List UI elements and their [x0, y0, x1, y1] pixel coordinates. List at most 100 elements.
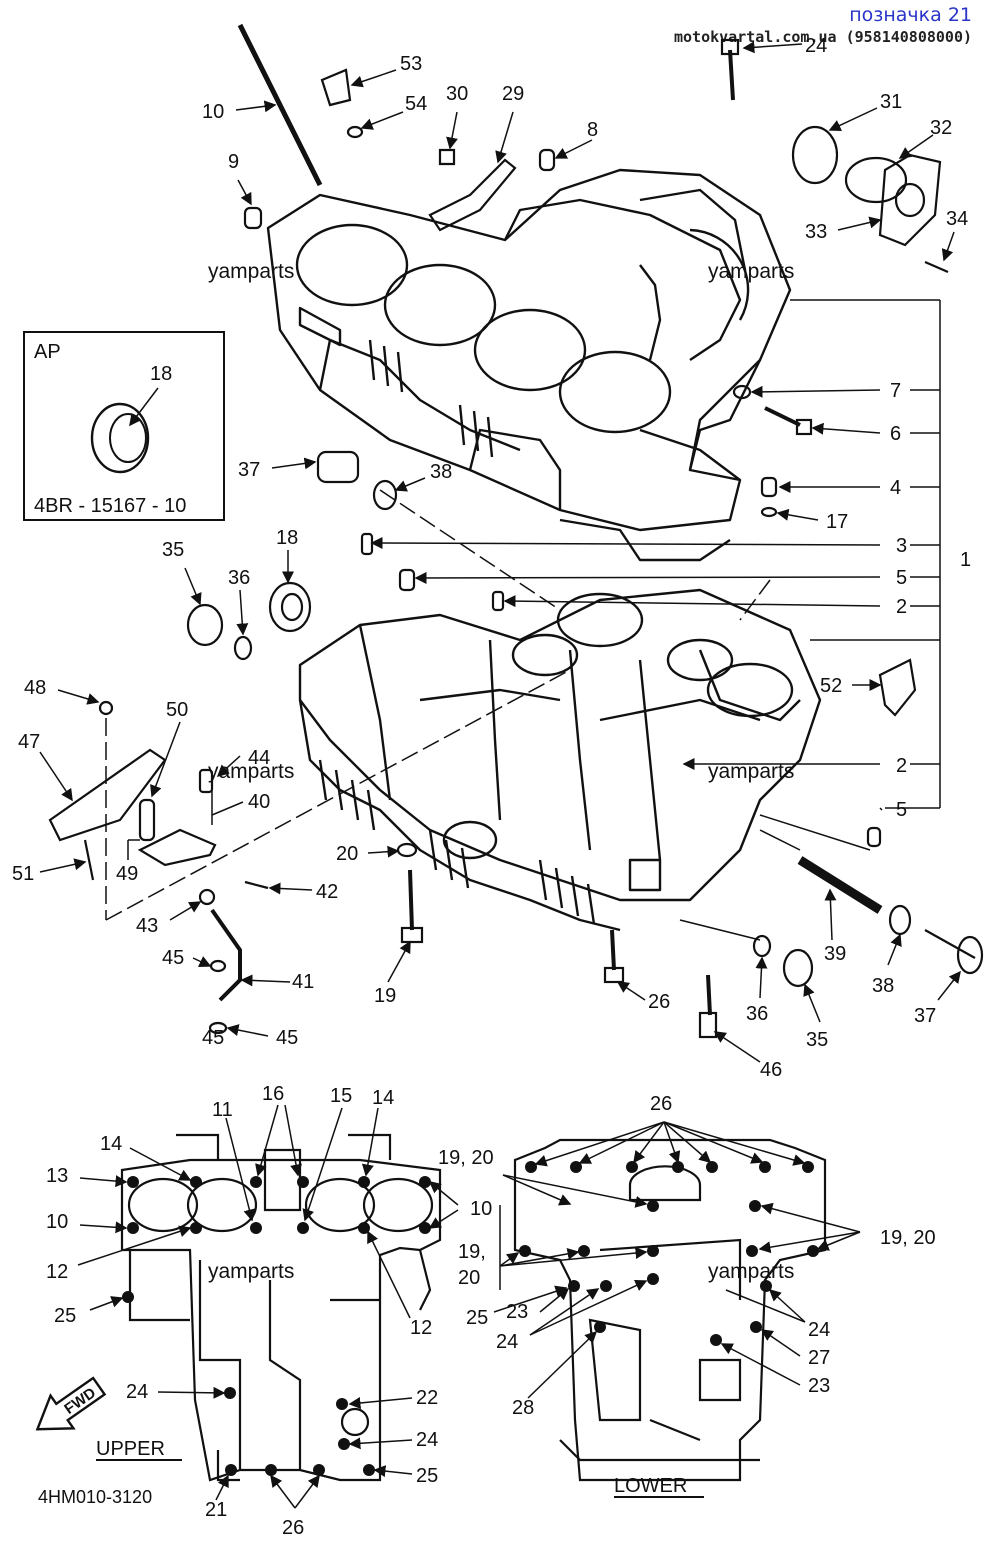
callout-label: 37 — [914, 1005, 936, 1027]
leader-lines — [39, 41, 961, 1063]
callout-label: 54 — [405, 93, 427, 115]
callout-label: 53 — [400, 53, 422, 75]
callout-label: 26 — [282, 1517, 304, 1539]
callout-label: 19, 20 — [880, 1227, 936, 1249]
callout-label: 37 — [238, 459, 260, 481]
callout-label: 26 — [650, 1093, 672, 1115]
upper-bolt-dots — [122, 1176, 431, 1476]
watermark: yamparts — [208, 1260, 294, 1283]
callout-label: 23 — [506, 1301, 528, 1323]
lower-leaders — [493, 1121, 861, 1399]
callout-label: 24 — [496, 1331, 518, 1353]
small-parts — [48, 23, 984, 1039]
callout-label: 45 — [162, 947, 184, 969]
callout-label: 35 — [162, 539, 184, 561]
callout-label: 40 — [248, 791, 270, 813]
callout-label: 41 — [292, 971, 314, 993]
callout-label: 7 — [890, 380, 901, 402]
callout-label: 51 — [12, 863, 34, 885]
callout-label: 32 — [930, 117, 952, 139]
callout-label: 20 — [336, 843, 358, 865]
callout-label: 38 — [872, 975, 894, 997]
callout-label: 19, — [458, 1241, 486, 1263]
callout-label: 24 — [416, 1429, 438, 1451]
callout-label: 19 — [374, 985, 396, 1007]
callout-label: 52 — [820, 675, 842, 697]
callout-label: 5 — [896, 567, 907, 589]
callout-label: 5 — [896, 799, 907, 821]
callouts-lower: 26 19, 20 19, 20 19, 20 25 23 24 24 27 2… — [438, 1093, 936, 1419]
callout-label: 10 — [202, 101, 224, 123]
callout-label: 28 — [512, 1397, 534, 1419]
callout-label: 4 — [890, 477, 901, 499]
upper-bolt-pattern — [120, 1133, 442, 1482]
callout-label: 33 — [805, 221, 827, 243]
callout-label: 14 — [372, 1087, 394, 1109]
inset-region-label: AP — [34, 341, 61, 363]
callout-label: 13 — [46, 1165, 68, 1187]
callout-label: 24 — [126, 1381, 148, 1403]
inset-ap-box: AP 18 4BR - 15167 - 10 — [23, 331, 225, 521]
callout-label: 26 — [648, 991, 670, 1013]
watermark: yamparts — [208, 760, 294, 783]
lower-crankcase-drawing — [298, 588, 822, 932]
callout-label: 48 — [24, 677, 46, 699]
callout-label: 8 — [587, 119, 598, 141]
callout-label: 46 — [760, 1059, 782, 1081]
callout-label: 9 — [228, 151, 239, 173]
upper-leaders — [77, 1104, 459, 1509]
callout-label: 25 — [54, 1305, 76, 1327]
callout-label: 31 — [880, 91, 902, 113]
callout-label: 45 — [202, 1027, 224, 1049]
callout-label: 3 — [896, 535, 907, 557]
callout-label: 10 — [470, 1198, 492, 1220]
callout-label: 25 — [416, 1465, 438, 1487]
watermark: yamparts — [208, 260, 294, 283]
callout-label: 19, 20 — [438, 1147, 494, 1169]
part-label: позначка 21 — [849, 4, 972, 26]
callout-label: 25 — [466, 1307, 488, 1329]
callout-label: 42 — [316, 881, 338, 903]
callout-label: 35 — [806, 1029, 828, 1051]
callout-label: 14 — [100, 1133, 122, 1155]
callout-label: 15 — [330, 1085, 352, 1107]
inset-part-number: 4BR - 15167 - 10 — [34, 495, 186, 517]
callout-label: 24 — [808, 1319, 830, 1341]
callout-label: 27 — [808, 1347, 830, 1369]
callout-label: 21 — [205, 1499, 227, 1521]
lower-caption: LOWER — [614, 1475, 687, 1497]
upper-crankcase-drawing — [266, 168, 792, 562]
watermark: yamparts — [708, 760, 794, 783]
callout-label: 11 — [212, 1099, 233, 1121]
callout-label: 22 — [416, 1387, 438, 1409]
callout-label: 12 — [410, 1317, 432, 1339]
callout-label: 34 — [946, 208, 968, 230]
lower-bolt-pattern — [513, 1138, 827, 1482]
callout-label: 39 — [824, 943, 846, 965]
callout-label: 38 — [430, 461, 452, 483]
watermarks: yamparts yamparts yamparts yamparts yamp… — [208, 260, 794, 1283]
lower-bolt-dots — [519, 1161, 819, 1346]
callout-label: 10 — [46, 1211, 68, 1233]
callout-label: 20 — [458, 1267, 480, 1289]
callout-label: 2 — [896, 755, 907, 777]
callouts-main: 24 53 54 30 29 8 10 9 31 32 33 34 7 6 4 … — [12, 35, 971, 1081]
diagram-code: 4HM010-3120 — [38, 1487, 152, 1507]
watermark: yamparts — [708, 260, 794, 283]
callout-label: 12 — [46, 1261, 68, 1283]
callout-label: 45 — [276, 1027, 298, 1049]
callout-label: 18 — [276, 527, 298, 549]
fwd-arrow-icon: FWD — [35, 1376, 107, 1431]
callout-label: 50 — [166, 699, 188, 721]
callout-label: 30 — [446, 83, 468, 105]
watermark: yamparts — [708, 1260, 794, 1283]
callout-label: 44 — [248, 747, 270, 769]
callout-label: 36 — [746, 1003, 768, 1025]
callout-label: 6 — [890, 423, 901, 445]
callout-label: 43 — [136, 915, 158, 937]
callout-label: 16 — [262, 1083, 284, 1105]
callout-label: 36 — [228, 567, 250, 589]
callout-label: 24 — [805, 35, 827, 57]
inset-callout: 18 — [150, 363, 172, 385]
